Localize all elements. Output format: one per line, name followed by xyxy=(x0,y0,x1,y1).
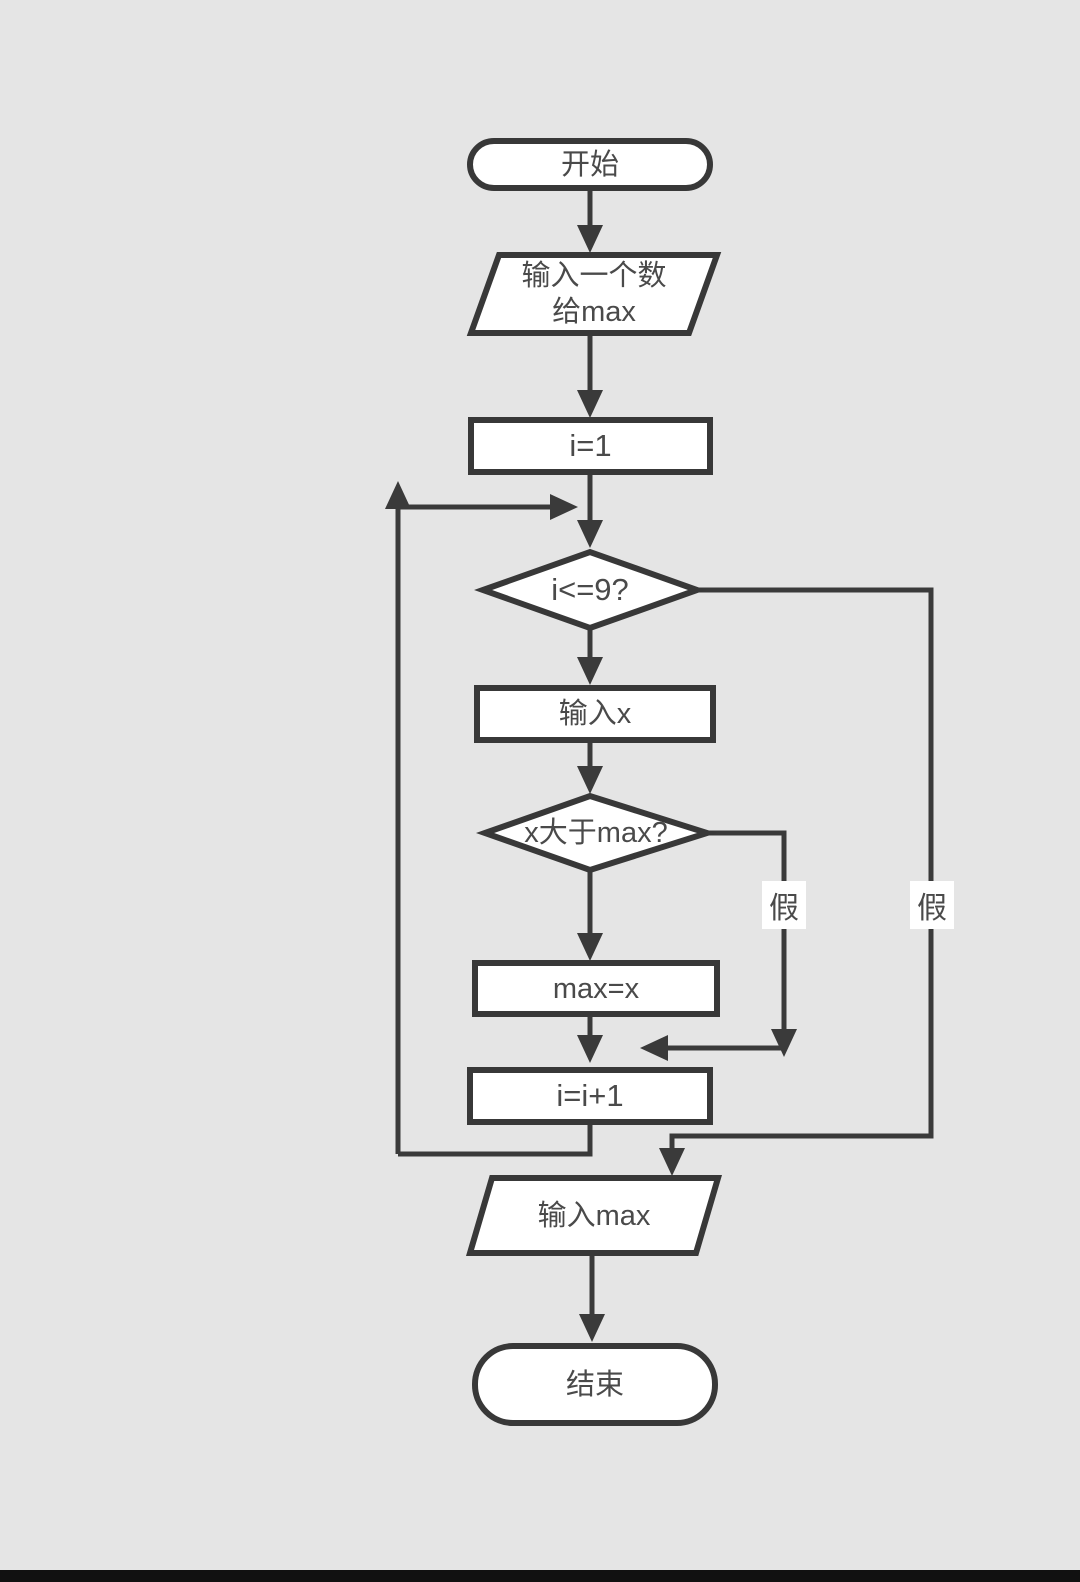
arrowhead-false-merge-left xyxy=(640,1035,668,1061)
node-output-max-shape xyxy=(465,1175,723,1256)
arrowhead-into-output xyxy=(659,1148,685,1176)
node-end-shape xyxy=(472,1343,718,1426)
arrowhead-into-init xyxy=(577,390,603,418)
node-start-shape xyxy=(467,138,713,191)
node-assign-max-shape xyxy=(472,960,720,1017)
arrowhead-into-input xyxy=(577,225,603,253)
node-shapes xyxy=(465,138,723,1426)
arrowhead-into-end xyxy=(579,1314,605,1342)
arrowhead-into-compare xyxy=(577,766,603,794)
arrowheads xyxy=(385,225,797,1342)
edge-loop-false-branch xyxy=(669,587,934,1150)
arrowhead-into-condition xyxy=(577,520,603,548)
edge-increment-to-loopback xyxy=(398,1122,593,1157)
arrowhead-loopback-right xyxy=(550,494,578,520)
arrowhead-loopback-up xyxy=(385,481,411,509)
node-input-x-shape xyxy=(474,685,716,743)
node-loop-condition-shape xyxy=(474,548,706,632)
arrowhead-into-assign xyxy=(577,933,603,961)
connector-lines xyxy=(395,188,934,1316)
arrowhead-into-increment xyxy=(577,1035,603,1063)
arrowhead-false-down xyxy=(771,1029,797,1057)
node-input-first-shape xyxy=(466,252,722,336)
node-compare-shape xyxy=(475,792,717,874)
node-init-shape xyxy=(468,417,713,475)
edge-compare-false-branch xyxy=(707,830,787,1048)
node-increment-shape xyxy=(467,1067,713,1125)
bottom-bar xyxy=(0,1570,1080,1582)
arrowhead-into-inputx xyxy=(577,657,603,685)
